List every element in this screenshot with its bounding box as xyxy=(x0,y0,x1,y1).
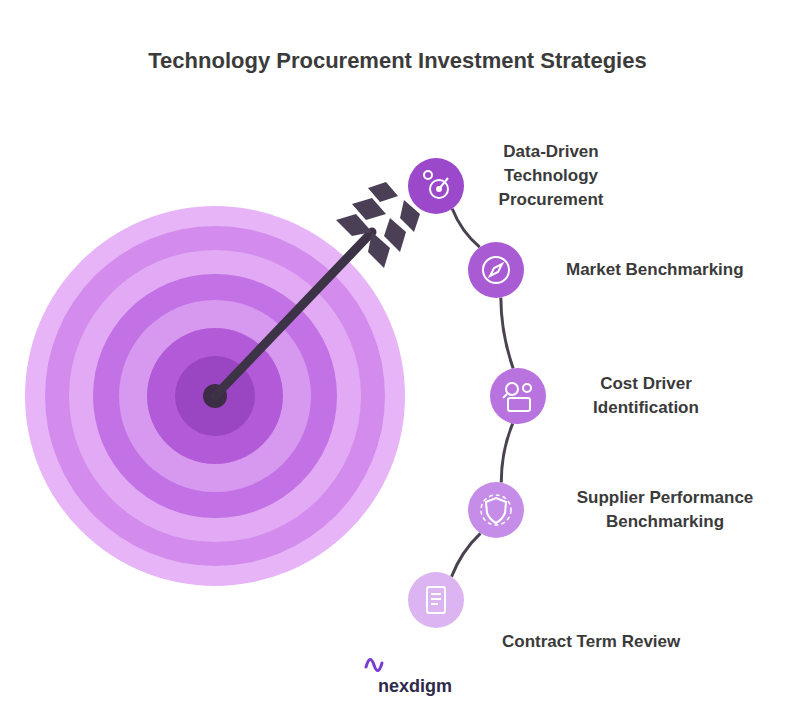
icon-circle xyxy=(468,242,524,298)
icon-circle xyxy=(468,482,524,538)
strategy-node: Market Benchmarking xyxy=(468,242,524,298)
brand-logo-text: nexdigm xyxy=(378,676,452,697)
arc-connector xyxy=(501,298,513,369)
strategy-label: Cost Driver Identification xyxy=(586,372,706,420)
arc-connector xyxy=(501,423,512,482)
strategy-label: Contract Term Review xyxy=(502,630,732,654)
icon-circle xyxy=(490,368,546,424)
strategy-node: Contract Term Review xyxy=(408,572,464,628)
arc-connector xyxy=(452,209,479,247)
strategy-label: Market Benchmarking xyxy=(566,258,786,282)
strategy-node: Cost Driver Identification xyxy=(490,368,546,424)
strategy-label: Supplier Performance Benchmarking xyxy=(560,486,770,534)
strategy-label: Data-Driven Technology Procurement xyxy=(476,140,626,212)
strategy-node: Data-Driven Technology Procurement xyxy=(408,158,464,214)
icon-circle xyxy=(408,572,464,628)
icon-circle xyxy=(408,158,464,214)
arc-connector xyxy=(452,533,481,576)
strategy-node: Supplier Performance Benchmarking xyxy=(468,482,524,538)
diagram-title: Technology Procurement Investment Strate… xyxy=(0,48,795,74)
